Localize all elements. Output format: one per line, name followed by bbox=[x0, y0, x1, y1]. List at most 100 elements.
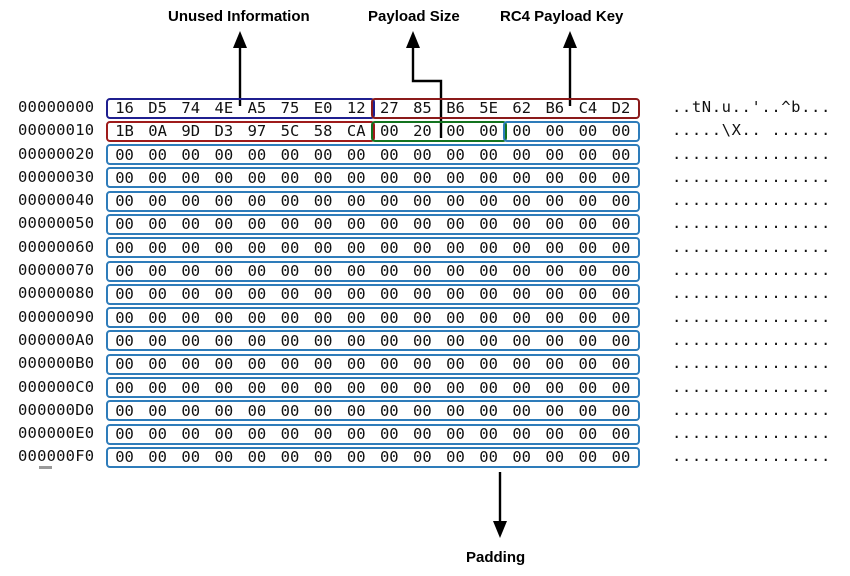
hex-byte: 00 bbox=[611, 285, 631, 304]
hex-byte: 00 bbox=[181, 168, 201, 187]
hex-byte: 00 bbox=[313, 378, 333, 397]
hex-byte: 00 bbox=[512, 262, 531, 281]
hex-byte: 00 bbox=[379, 401, 399, 420]
hex-byte: 00 bbox=[346, 308, 366, 327]
hex-byte: 00 bbox=[479, 122, 498, 141]
hex-byte: 00 bbox=[214, 425, 234, 444]
hex-byte: 00 bbox=[578, 122, 598, 141]
hex-byte: 00 bbox=[611, 238, 631, 257]
hex-byte: 00 bbox=[379, 425, 399, 444]
row-address: 000000B0 bbox=[18, 354, 95, 373]
arrow-padding bbox=[493, 472, 507, 538]
hex-byte: 00 bbox=[578, 425, 598, 444]
hex-byte: 00 bbox=[479, 168, 498, 187]
hex-byte: 00 bbox=[413, 215, 432, 234]
hex-byte: 00 bbox=[148, 378, 167, 397]
hex-byte: 00 bbox=[479, 215, 498, 234]
hex-byte: A5 bbox=[247, 99, 267, 117]
hex-byte: 00 bbox=[148, 425, 167, 444]
hex-byte: 00 bbox=[148, 145, 167, 164]
hex-byte: 00 bbox=[280, 168, 300, 187]
hex-byte: 00 bbox=[181, 331, 201, 350]
hex-byte: 00 bbox=[512, 122, 532, 141]
hex-byte: 00 bbox=[380, 122, 399, 141]
hex-byte: 00 bbox=[413, 355, 432, 374]
hex-byte: 00 bbox=[346, 425, 366, 444]
hex-byte: 00 bbox=[545, 262, 565, 281]
row-address: 00000030 bbox=[18, 167, 95, 186]
hex-byte: 16 bbox=[115, 99, 134, 117]
hex-byte: 00 bbox=[247, 285, 267, 304]
row-ascii: .....\X.. ...... bbox=[672, 121, 831, 140]
hex-byte: 00 bbox=[379, 308, 399, 327]
row-ascii: ................ bbox=[672, 191, 831, 210]
hex-byte: CA bbox=[346, 122, 366, 141]
hex-byte: 00 bbox=[578, 448, 598, 467]
hex-byte: 00 bbox=[214, 168, 234, 187]
hex-byte: 00 bbox=[346, 355, 366, 374]
hex-byte: 00 bbox=[379, 145, 399, 164]
hex-byte: 00 bbox=[181, 425, 201, 444]
hex-byte: 00 bbox=[346, 448, 366, 467]
hex-byte: 00 bbox=[313, 448, 333, 467]
hex-byte: 00 bbox=[446, 122, 465, 141]
row-ascii: ................ bbox=[672, 284, 831, 303]
row-ascii: ................ bbox=[672, 307, 831, 326]
hex-byte: 00 bbox=[578, 285, 598, 304]
hex-byte: 00 bbox=[247, 331, 267, 350]
hex-byte: 00 bbox=[379, 448, 399, 467]
hex-byte: B6 bbox=[446, 99, 465, 117]
hex-byte: 00 bbox=[379, 262, 399, 281]
hex-byte: 00 bbox=[280, 262, 300, 281]
hex-byte: 00 bbox=[247, 192, 267, 211]
hex-byte: 00 bbox=[313, 285, 333, 304]
hex-byte: 00 bbox=[446, 238, 465, 257]
hex-byte: 00 bbox=[313, 331, 333, 350]
hex-byte: 00 bbox=[346, 262, 366, 281]
hex-byte: 00 bbox=[313, 145, 333, 164]
hex-byte: 00 bbox=[181, 285, 201, 304]
hex-byte: 00 bbox=[512, 331, 531, 350]
hex-byte: 00 bbox=[479, 262, 498, 281]
hex-byte: 00 bbox=[346, 285, 366, 304]
hex-byte: 00 bbox=[280, 285, 300, 304]
hex-byte: 00 bbox=[214, 308, 234, 327]
hex-byte: 00 bbox=[214, 401, 234, 420]
arrow-rc4-payload-key bbox=[563, 31, 577, 106]
hex-byte: 00 bbox=[446, 215, 465, 234]
hex-byte: 00 bbox=[379, 378, 399, 397]
hex-byte: 00 bbox=[512, 215, 531, 234]
hex-byte: 00 bbox=[446, 308, 465, 327]
hex-byte: 00 bbox=[214, 215, 234, 234]
hex-byte: 0A bbox=[148, 122, 167, 141]
hex-byte: 00 bbox=[313, 401, 333, 420]
hex-byte: 00 bbox=[479, 192, 498, 211]
hex-byte: 00 bbox=[446, 425, 465, 444]
hex-byte: 00 bbox=[280, 378, 300, 397]
hex-byte: 00 bbox=[379, 215, 399, 234]
hex-byte: 00 bbox=[611, 355, 631, 374]
hex-byte: 1B bbox=[115, 122, 134, 141]
hex-byte: 00 bbox=[247, 401, 267, 420]
hex-byte: 00 bbox=[181, 215, 201, 234]
row-address: 00000060 bbox=[18, 237, 95, 256]
row-ascii: ................ bbox=[672, 214, 831, 233]
hex-byte: 00 bbox=[247, 425, 267, 444]
hex-byte: 00 bbox=[247, 448, 267, 467]
hex-byte: 00 bbox=[214, 238, 234, 257]
hex-byte: 00 bbox=[115, 401, 134, 420]
hex-byte: 00 bbox=[578, 262, 598, 281]
hex-byte: 00 bbox=[512, 425, 531, 444]
hex-byte: 00 bbox=[578, 308, 598, 327]
